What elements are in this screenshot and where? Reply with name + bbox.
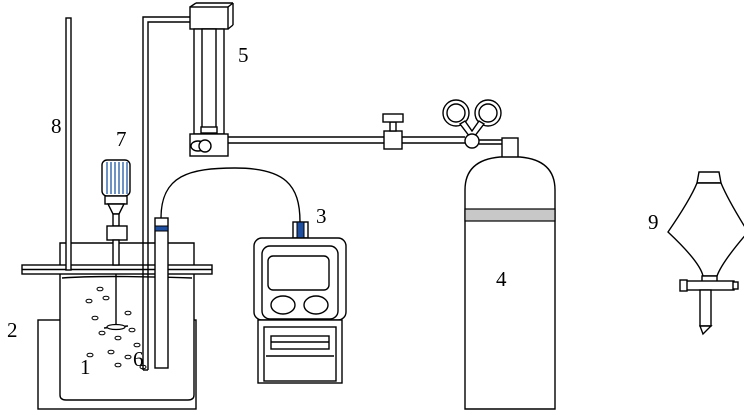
label-4: 4 bbox=[496, 267, 507, 291]
label-5: 5 bbox=[238, 43, 249, 67]
flowmeter-icon bbox=[189, 2, 234, 157]
valve-icon bbox=[382, 113, 404, 150]
regulator-icon bbox=[442, 99, 508, 149]
meter-instrument-icon bbox=[253, 221, 347, 384]
label-6: 6 bbox=[133, 347, 144, 371]
gas-cylinder-icon bbox=[464, 137, 556, 410]
separatory-funnel-icon bbox=[667, 171, 744, 336]
label-7: 7 bbox=[116, 127, 127, 151]
thermometer-icon bbox=[65, 17, 72, 271]
label-9: 9 bbox=[648, 210, 659, 234]
gas-line bbox=[228, 136, 465, 144]
bubbles bbox=[85, 286, 147, 370]
electrode-icon bbox=[154, 167, 301, 369]
stirrer-motor-icon bbox=[101, 159, 131, 331]
label-2: 2 bbox=[7, 318, 18, 342]
gas-tube-icon bbox=[142, 16, 190, 371]
label-3: 3 bbox=[316, 204, 327, 228]
label-8: 8 bbox=[51, 114, 62, 138]
label-1: 1 bbox=[80, 355, 91, 379]
